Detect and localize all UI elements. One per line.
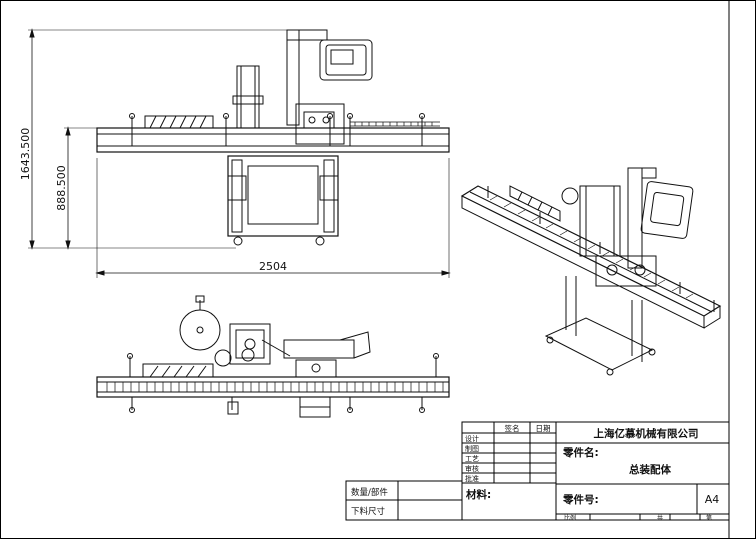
blank-size-label: 下料尺寸 [351, 506, 386, 517]
sheet-label: 第 [706, 514, 712, 522]
role-draft: 制图 [465, 444, 479, 453]
header-date: 日期 [536, 424, 551, 433]
role-process: 工艺 [465, 455, 479, 463]
header-sign: 签名 [505, 423, 520, 433]
isometric-view [460, 167, 722, 376]
dim-height-overall: 1643.500 [19, 128, 32, 181]
front-view-dimensions: 1643.500 888.500 2504 [19, 128, 287, 273]
company-name: 上海亿慕机械有限公司 [594, 427, 699, 440]
role-approve: 批准 [465, 474, 479, 483]
material-label: 材料: [465, 488, 491, 501]
paper-size: A4 [705, 493, 720, 506]
sheets-label: 共 [657, 514, 663, 522]
part-name-value: 总装配体 [629, 463, 671, 476]
scale-label: 比例 [564, 514, 576, 522]
quantity-label: 数量/部件 [351, 487, 388, 498]
title-block-text: 签名 日期 设计 制图 工艺 审核 批准 上海亿慕机械有限公司 零件名: 总装配… [351, 423, 719, 522]
part-number-label: 零件号: [562, 493, 599, 506]
top-view [96, 295, 450, 418]
dim-height-table: 888.500 [55, 165, 68, 211]
part-name-label: 零件名: [562, 446, 599, 459]
front-view [28, 28, 451, 278]
title-block [345, 421, 730, 521]
dim-width-overall: 2504 [259, 260, 287, 273]
role-design: 设计 [465, 434, 479, 443]
role-review: 审核 [465, 464, 479, 473]
